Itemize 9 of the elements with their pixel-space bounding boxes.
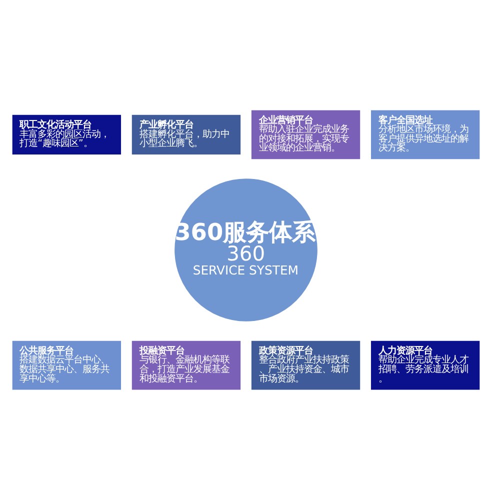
node-circle: 360服务体系 360 SERVICE SYSTEM <box>172 176 320 324</box>
node-box: 职工文化活动平台 丰富多彩的园区活动，打造“趣味园区”。 <box>10 112 124 157</box>
node-box: 公共服务平台 搭建数据云平台中心、数据共享中心、服务共享中心等。 <box>10 338 124 392</box>
node-box: 客户全国选址 分析地区市场环境，为客户提供异地选址的解决方案。 <box>368 108 482 162</box>
node-box: 企业营销平台 帮助入驻企业完成业务的对接和拓展，实现专业领域的企业营销。 <box>249 108 362 162</box>
node-box: 产业孵化平台 搭建孵化平台，助力中小型企业腾飞。 <box>130 112 243 157</box>
node-box: 政策资源平台 整合政府产业扶持政策、产业扶持资金、城市市场资源。 <box>249 338 362 392</box>
node-box: 投融资平台 与银行、金融机构等联合，打造产业发展基金和投融资平台。 <box>130 338 243 392</box>
node-box: 人力资源平台 帮助企业完成专业人才招聘、劳务派遣及培训。 <box>368 338 482 392</box>
